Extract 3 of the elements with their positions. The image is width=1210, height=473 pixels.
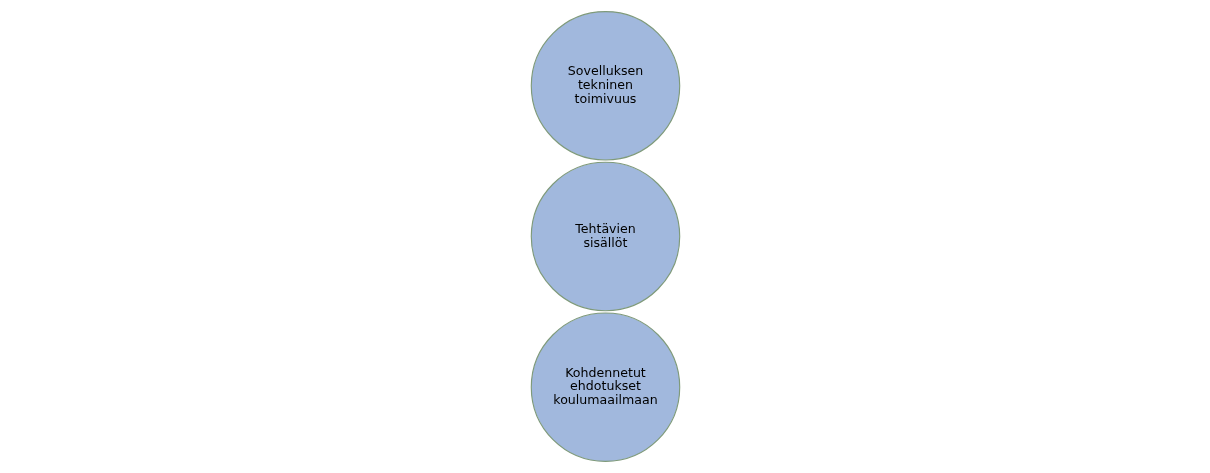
node-circle: Kohdennetut ehdotukset koulumaailmaan (530, 312, 680, 462)
node-circle: Tehtävien sisällöt (530, 161, 680, 312)
node-circle: Sovelluksen tekninen toimivuus (530, 11, 680, 161)
